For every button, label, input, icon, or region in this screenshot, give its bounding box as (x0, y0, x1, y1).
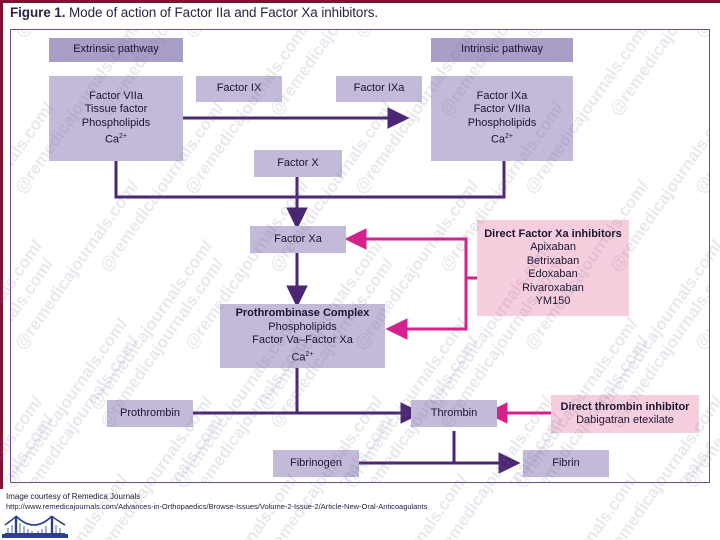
extrinsic-pathway-label: Extrinsic pathway (73, 43, 159, 56)
svg-text:EDU: EDU (3, 533, 13, 538)
xa-inhibitors-title: Direct Factor Xa inhibitors (484, 227, 622, 240)
direct-thrombin-inhibitor-box: Direct thrombin inhibitor Dabigatran ete… (551, 395, 699, 433)
calcium-label-2: Ca2+ (490, 133, 514, 146)
extrinsic-pathway-header: Extrinsic pathway (49, 38, 183, 62)
factor-x-label: Factor X (277, 156, 319, 169)
intrinsic-pathway-header: Intrinsic pathway (431, 38, 573, 62)
xa-inhibitor-ym150: YM150 (535, 295, 571, 307)
bridge-logo-icon: EDU CU (2, 512, 68, 538)
factor-ixa-complex-label: Factor IXa (476, 89, 528, 102)
slide-left-border (0, 0, 3, 489)
diagram-connectors (114, 107, 551, 474)
slide-top-border (0, 0, 720, 3)
thrombin-inhibitor-title: Direct thrombin inhibitor (560, 400, 690, 413)
factor-ixa-box: Factor IXa (336, 76, 422, 102)
thrombin-inhibitor-dabigatran: Dabigatran etexilate (576, 414, 674, 426)
factor-ixa-complex-box: Factor IXa Factor VIIIa Phospholipids Ca… (431, 76, 573, 161)
xa-inhibitor-rivaroxaban: Rivaroxaban (522, 281, 584, 294)
factor-ixa-label: Factor IXa (353, 82, 405, 95)
figure-caption: Figure 1. Mode of action of Factor IIa a… (10, 5, 700, 27)
diagram-canvas: Extrinsic pathway Intrinsic pathway Fact… (11, 30, 709, 482)
intrinsic-pathway-label: Intrinsic pathway (461, 43, 543, 56)
footer-url: http://www.remedicajournals.com/Advances… (6, 501, 428, 511)
xa-inhibitor-betrixaban: Betrixaban (526, 254, 580, 267)
fibrinogen-label: Fibrinogen (290, 456, 342, 469)
footer-credit: Image courtesy of Remedica Journals (6, 492, 141, 501)
thrombin-label: Thrombin (430, 406, 478, 419)
factor-xa-label: Factor Xa (274, 232, 322, 245)
fibrin-box: Fibrin (523, 450, 609, 477)
calcium-label: Ca2+ (104, 133, 128, 146)
prothrombinase-complex-box: Prothrombinase Complex Phospholipids Fac… (220, 304, 385, 368)
prothrombin-box: Prothrombin (107, 400, 193, 427)
figure-frame: Extrinsic pathway Intrinsic pathway Fact… (10, 29, 710, 483)
calcium-label-3: Ca2+ (291, 350, 314, 364)
figure-footer: Image courtesy of Remedica Journals http… (6, 492, 706, 511)
factor-x-box: Factor X (254, 150, 342, 177)
phospholipids-label-2: Phospholipids (467, 116, 537, 129)
figure-caption-prefix: Figure 1. (10, 5, 66, 20)
factor-xa-box: Factor Xa (250, 226, 346, 253)
prothrombin-label: Prothrombin (120, 406, 180, 419)
factor-ix-box: Factor IX (196, 76, 282, 102)
tissue-factor-label: Tissue factor (84, 103, 148, 116)
factor-va-factor-xa-label: Factor Va–Factor Xa (252, 334, 353, 347)
xa-inhibitor-apixaban: Apixaban (530, 241, 576, 253)
factor-viia-label: Factor VIIa (89, 89, 143, 102)
phospholipids-label-3: Phospholipids (268, 320, 337, 333)
factor-viiia-label: Factor VIIIa (473, 103, 531, 116)
fibrinogen-box: Fibrinogen (273, 450, 359, 477)
factor-ix-label: Factor IX (216, 82, 262, 95)
thrombin-box: Thrombin (411, 400, 497, 427)
xa-inhibitor-edoxaban: Edoxaban (528, 268, 578, 280)
svg-text:CU: CU (56, 533, 63, 538)
factor-viia-complex-box: Factor VIIa Tissue factor Phospholipids … (49, 76, 183, 161)
prothrombinase-complex-label: Prothrombinase Complex (235, 307, 370, 320)
phospholipids-label: Phospholipids (81, 116, 151, 129)
figure-caption-text: Mode of action of Factor IIa and Factor … (65, 5, 379, 20)
direct-factor-xa-inhibitors-box: Direct Factor Xa inhibitors Apixaban Bet… (477, 220, 629, 316)
fibrin-label: Fibrin (552, 456, 580, 469)
publisher-logo: EDU CU (2, 512, 68, 538)
